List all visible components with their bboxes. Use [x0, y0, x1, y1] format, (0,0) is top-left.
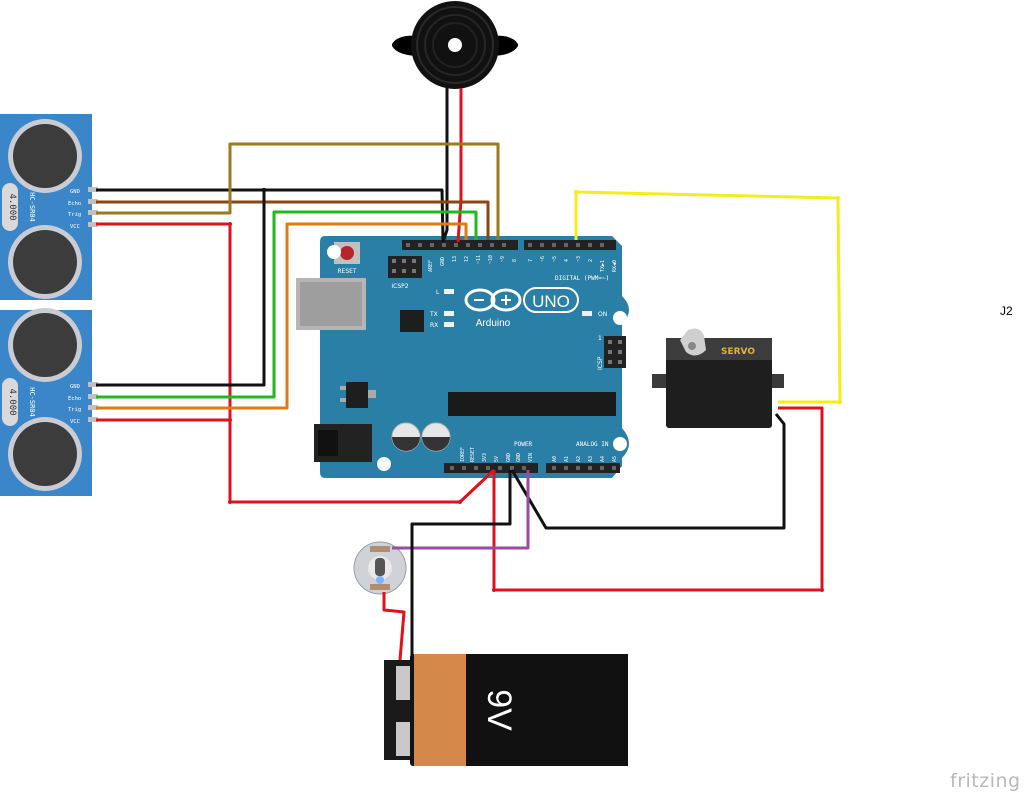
- pin-a0: A0: [552, 456, 558, 462]
- pin-13: 13: [452, 256, 458, 262]
- pin-aref: AREF: [428, 260, 434, 272]
- piezo-buzzer: [392, 1, 518, 89]
- wire-buzzer-signal: [456, 88, 463, 243]
- sensor-1-crystal-label: 4.000: [7, 193, 17, 220]
- pin-a1: A1: [564, 456, 570, 462]
- icsp-pin-one: 1: [598, 335, 602, 342]
- pin-12: 12: [464, 256, 470, 262]
- reset-label: RESET: [337, 268, 357, 275]
- pin-gnd-top: GND: [440, 257, 446, 266]
- pin-gnd-2: GND: [516, 453, 522, 462]
- wire-s2-gnd: [96, 188, 266, 387]
- wire-switch-vin: [392, 470, 530, 550]
- mount-hole-4: [377, 457, 391, 471]
- arduino-logo: UNO Arduino: [464, 287, 579, 329]
- led-rx: [444, 322, 454, 327]
- sensor-1-pin-vcc: VCC: [70, 224, 80, 230]
- led-on: [582, 311, 592, 316]
- pin-3v3: 3V3: [482, 453, 488, 462]
- servo-motor: SERVO: [652, 328, 784, 428]
- wire-s2-echo: [96, 210, 478, 399]
- pin-vin: VIN: [528, 453, 534, 462]
- battery-label: 9V: [480, 689, 518, 731]
- icsp-header: [604, 336, 626, 368]
- pin-8: 8: [512, 259, 518, 262]
- voltage-regulator: [346, 382, 368, 408]
- battery-9v: 9V: [384, 654, 628, 766]
- pin-a3: A3: [588, 456, 594, 462]
- servo-label: SERVO: [721, 347, 755, 357]
- led-l-label: L: [436, 289, 440, 296]
- led-l: [444, 289, 454, 294]
- led-rx-label: RX: [430, 322, 438, 329]
- digital-header-right: [524, 240, 616, 250]
- sensor-2-pin-echo: Echo: [68, 396, 81, 402]
- sensor-1-pin-trig: Trig: [68, 212, 81, 218]
- pin-2: 2: [588, 259, 594, 262]
- slide-switch: [353, 541, 407, 595]
- power-header: [444, 463, 538, 473]
- pin-reset: RESET: [470, 447, 476, 462]
- fritzing-watermark: fritzing: [950, 770, 1021, 792]
- wire-s1-gnd: [96, 188, 445, 241]
- led-tx-label: TX: [429, 311, 438, 318]
- wire-battery-gnd: [410, 470, 512, 660]
- wire-s2-trig: [96, 222, 468, 410]
- led-tx: [444, 311, 454, 316]
- analog-header: [546, 463, 620, 473]
- sensor-2-pin-gnd: GND: [70, 384, 80, 390]
- wire-endpoints: [228, 222, 824, 592]
- pin-11: ~11: [476, 255, 482, 264]
- connector-label-j2: J2: [1000, 304, 1013, 318]
- pin-a4: A4: [600, 456, 606, 462]
- digital-header-left: [402, 240, 518, 250]
- arduino-uno-board: RESET ICSP2 AREF GND 13 12 ~11 ~10 ~9: [296, 236, 629, 478]
- sensor-2-pin-vcc: VCC: [70, 419, 80, 425]
- sensor-2-crystal-label: 4.000: [7, 388, 17, 415]
- pin-5: ~5: [552, 256, 558, 262]
- mount-hole-2: [613, 311, 627, 325]
- on-label: ON: [598, 311, 607, 318]
- sensor-1-pin-echo: Echo: [68, 201, 81, 207]
- sensor-2-model: HC-SR04: [28, 387, 36, 417]
- power-label: POWER: [514, 441, 532, 448]
- board-brand: Arduino: [476, 318, 511, 329]
- wire-s1-trig: [96, 142, 500, 240]
- pin-rx0: RX◀0: [612, 260, 618, 272]
- sensor-1-pin-gnd: GND: [70, 189, 80, 195]
- mount-hole-1: [327, 245, 341, 259]
- pin-ioref: IOREF: [460, 447, 466, 462]
- sensor-2-pin-trig: Trig: [68, 407, 81, 413]
- wire-servo-gnd: [510, 413, 786, 530]
- wire-battery-positive: [382, 592, 406, 661]
- icsp-label: ICSP: [597, 356, 604, 370]
- mount-hole-3: [613, 437, 627, 451]
- pin-tx1: TX▶1: [600, 260, 606, 272]
- pin-3: ~3: [576, 256, 582, 262]
- pin-5v: 5V: [494, 456, 500, 462]
- microcontroller-chip: [448, 392, 616, 416]
- icsp2-label: ICSP2: [391, 283, 408, 290]
- digital-label: DIGITAL (PWM=~): [555, 275, 609, 282]
- analog-label: ANALOG IN: [576, 441, 609, 448]
- pin-4: 4: [564, 259, 570, 262]
- pin-6: ~6: [540, 256, 546, 262]
- pin-9: ~9: [500, 256, 506, 262]
- sensor-1-model: HC-SR04: [28, 192, 36, 222]
- crystal-2: [2, 378, 18, 426]
- ultrasonic-sensor-1: 4.000 HC-SR04 GND Echo Trig VCC: [0, 114, 98, 300]
- pin-7: 7: [528, 259, 534, 262]
- usb-chip: [400, 310, 424, 332]
- board-name: UNO: [532, 292, 570, 311]
- pin-a5: A5: [612, 456, 618, 462]
- pin-a2: A2: [576, 456, 582, 462]
- wire-s1-echo: [96, 200, 490, 240]
- servo-horn: [680, 328, 706, 356]
- crystal-1: [2, 183, 18, 231]
- pin-10: ~10: [488, 255, 494, 264]
- pin-gnd-1: GND: [506, 453, 512, 462]
- ultrasonic-sensor-2: 4.000 HC-SR04 GND Echo Trig VCC: [0, 308, 98, 496]
